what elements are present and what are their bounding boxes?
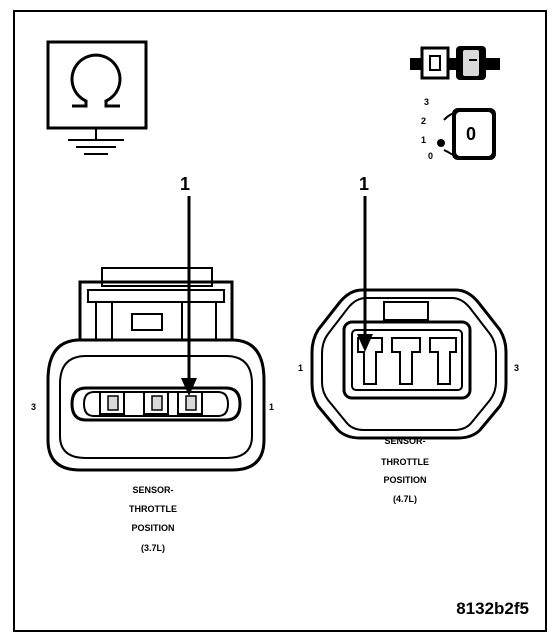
connector-plug-icon (410, 46, 500, 80)
pin-label-right-3: 3 (514, 363, 519, 373)
caption-3-7l-line-3: POSITION (131, 523, 174, 533)
callout-number-left: 1 (180, 174, 190, 194)
key-face-label: 0 (466, 124, 476, 144)
connector-3-7l: 1 3 1 SENSOR- THROTTLE (31, 174, 274, 553)
pin-label-left-3: 3 (31, 402, 36, 412)
key-position-0: 0 (428, 151, 433, 161)
ohmmeter-ground-icon (46, 40, 148, 155)
callout-number-right: 1 (359, 174, 369, 194)
cavity-pin-3 (429, 337, 457, 385)
cavity-pin-1 (357, 337, 383, 385)
key-position-2: 2 (421, 116, 426, 126)
figure-id: 8132b2f5 (456, 599, 529, 618)
key-position-3: 3 (424, 97, 429, 107)
cavity-pin-2 (391, 337, 421, 385)
page-frame (13, 10, 547, 632)
connector-4-7l: 1 1 3 SENSOR- THROTTLE POSITION (4.7L) (298, 174, 519, 504)
caption-4-7l-line-1: SENSOR- (384, 436, 425, 446)
caption-4-7l-line-4: (4.7L) (393, 494, 417, 504)
caption-4-7l-line-3: POSITION (383, 475, 426, 485)
caption-3-7l-line-2: THROTTLE (129, 504, 177, 514)
caption-3-7l-line-1: SENSOR- (132, 485, 173, 495)
pin-label-left-1: 1 (269, 402, 274, 412)
terminal-pin-1 (177, 391, 203, 415)
caption-4-7l-line-2: THROTTLE (381, 457, 429, 467)
pin-label-right-1: 1 (298, 363, 303, 373)
caption-3-7l-line-4: (3.7L) (141, 543, 165, 553)
terminal-pin-2 (143, 391, 169, 415)
ignition-key-icon: 0 3 2 1 0 (421, 97, 496, 161)
terminal-pin-3 (99, 391, 125, 415)
key-position-1: 1 (421, 135, 426, 145)
